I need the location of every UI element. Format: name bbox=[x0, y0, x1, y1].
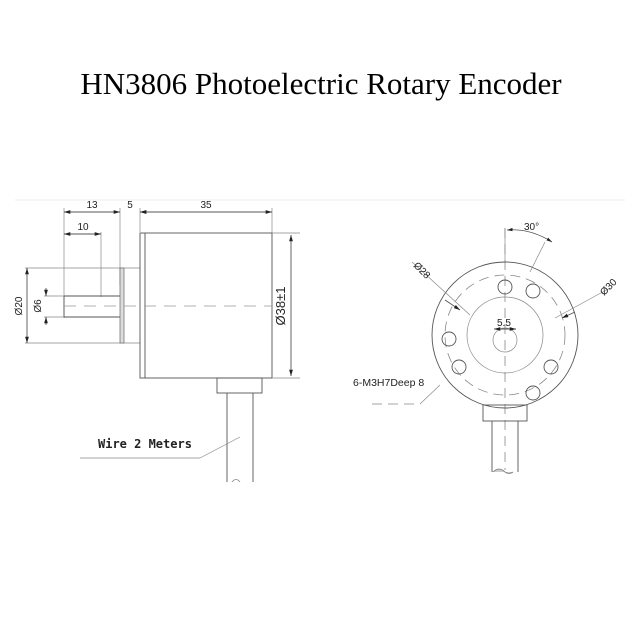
mounting-hole bbox=[525, 283, 541, 299]
dim-hole-circle-inner: Ø28 bbox=[411, 260, 432, 281]
mounting-hole bbox=[441, 331, 457, 347]
dim-body-diameter: Ø38±1 bbox=[273, 287, 288, 326]
mounting-holes-label: 6-M3H7Deep 8 bbox=[353, 377, 424, 389]
dim-angle: 30° bbox=[524, 222, 539, 233]
wire-label: Wire 2 Meters bbox=[98, 437, 192, 451]
mounting-hole bbox=[497, 279, 513, 295]
dim-hole-circle-outer: Ø30 bbox=[598, 277, 619, 298]
dim-flange-thickness: 5 bbox=[127, 200, 133, 211]
dim-flat-length: 10 bbox=[77, 222, 89, 233]
side-view: 13 5 35 10 Ø20 Ø6 bbox=[14, 200, 300, 483]
mounting-hole bbox=[543, 359, 559, 375]
dim-shaft-flat: 5.5 bbox=[497, 318, 511, 329]
mounting-hole bbox=[451, 359, 467, 375]
front-view: 30° Ø28 Ø30 5.5 6-M3H7Deep 8 bbox=[353, 222, 620, 474]
dim-shaft-length: 13 bbox=[86, 200, 98, 211]
dim-shaft-diameter: Ø6 bbox=[33, 299, 44, 313]
page-title: HN3806 Photoelectric Rotary Encoder bbox=[80, 66, 562, 101]
dim-boss-diameter: Ø20 bbox=[14, 296, 25, 315]
mounting-hole bbox=[525, 385, 541, 401]
dim-body-length: 35 bbox=[200, 200, 212, 211]
